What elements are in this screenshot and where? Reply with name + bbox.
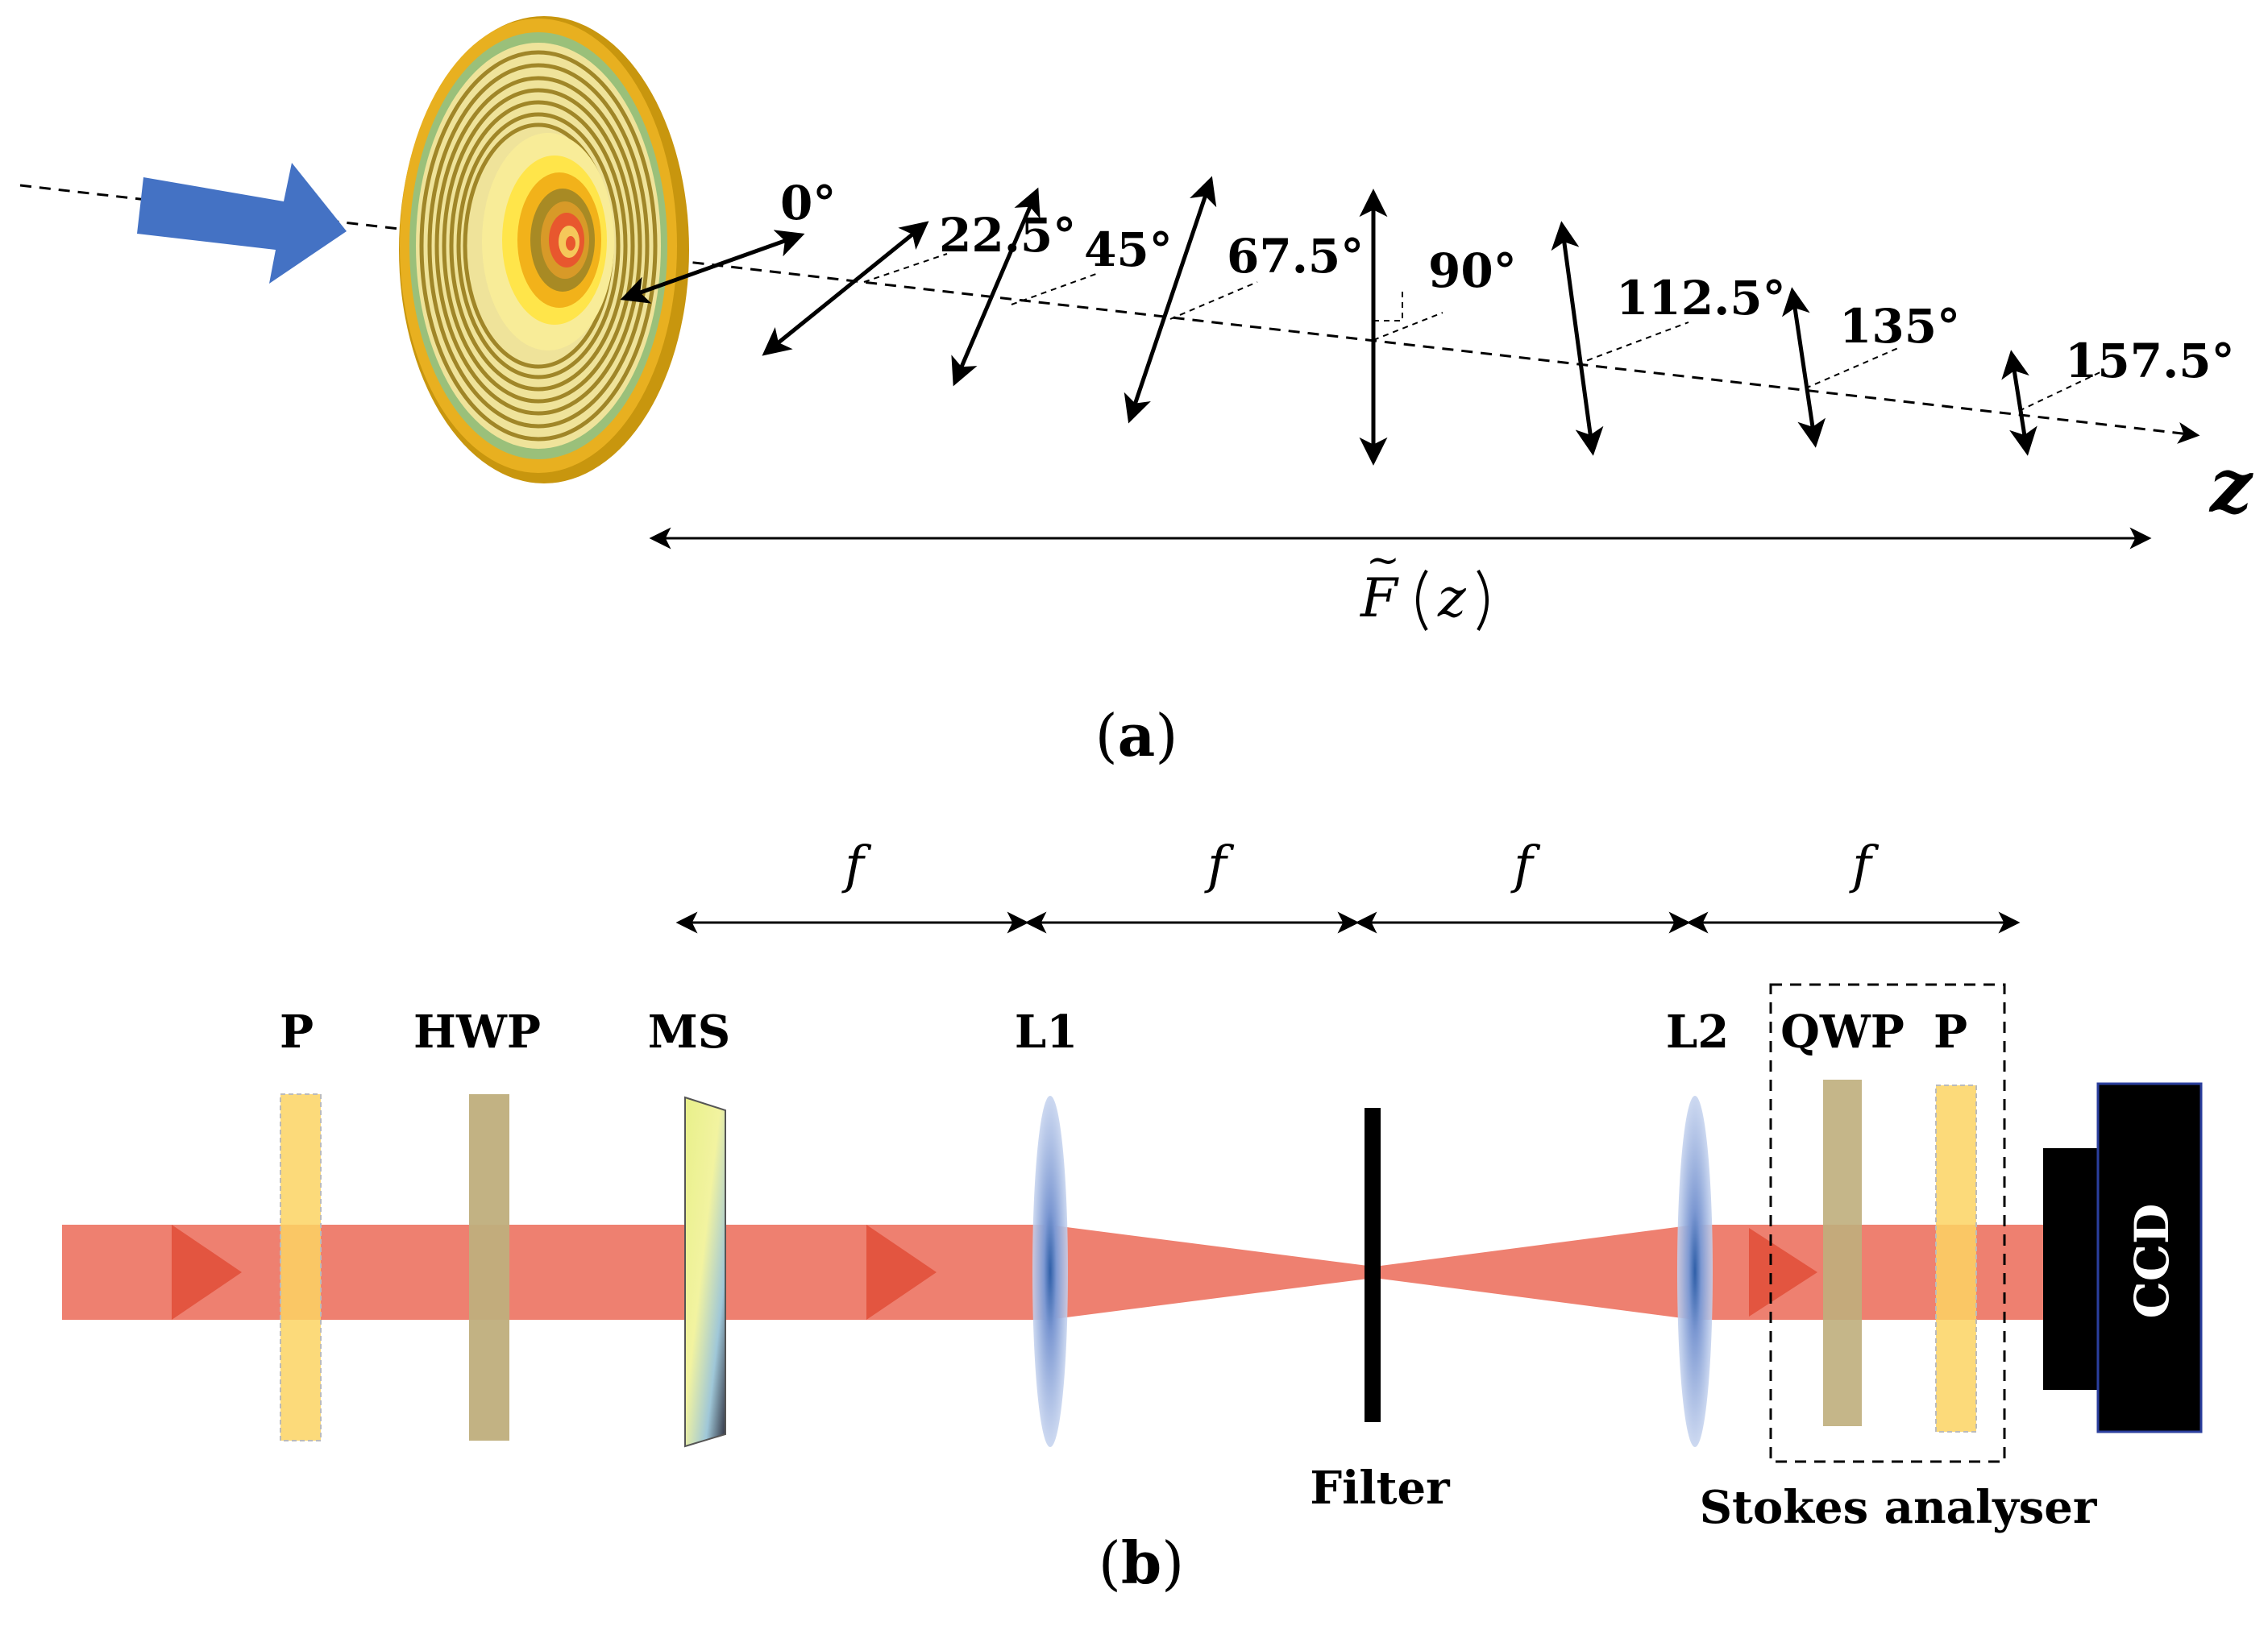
- filter-label: Filter: [1310, 1462, 1451, 1515]
- half-wave-plate-label: HWP: [413, 1006, 541, 1059]
- polarizer-2-label: P: [1934, 1006, 1967, 1059]
- polarizer-1: [280, 1093, 322, 1441]
- angle-label-157-5: 157.5°: [2065, 334, 2235, 388]
- panel-b-caption: (b): [1099, 1528, 1185, 1597]
- lens-1-label: L1: [1015, 1006, 1078, 1059]
- metasurface-disk: [399, 16, 689, 483]
- polarizer-1-label: P: [280, 1006, 314, 1059]
- polarization-arrow-112-5: [1551, 221, 1604, 456]
- polarization-arrow-157-5: [2001, 350, 2037, 456]
- svg-text:z: z: [1437, 567, 1467, 629]
- quarter-wave-plate-label: QWP: [1780, 1006, 1905, 1059]
- angle-reference-lines: [863, 253, 2104, 412]
- ccd-camera: [2043, 1082, 2203, 1433]
- lens-2: [1677, 1096, 1713, 1447]
- beam-arrow-icon: [1749, 1228, 1817, 1317]
- lens-1: [1032, 1096, 1068, 1447]
- propagation-axis: [19, 184, 2200, 444]
- metasurface: [684, 1096, 726, 1448]
- angle-label-45: 45°: [1084, 222, 1173, 277]
- spatial-filter: [1365, 1108, 1381, 1422]
- lens-2-label: L2: [1666, 1006, 1729, 1059]
- svg-text:~: ~: [1366, 537, 1400, 583]
- beam-arrow-icon: [172, 1225, 242, 1320]
- polarizer-2: [1935, 1085, 1977, 1433]
- angle-labels: 0° 22.5° 45° 67.5° 90° 112.5° 135° 157.5…: [780, 176, 2235, 388]
- quarter-wave-plate: [1823, 1080, 1862, 1426]
- focal-length-labels: f f f f: [841, 836, 1880, 895]
- angle-label-22-5: 22.5°: [939, 208, 1076, 263]
- focal-label-4: f: [1849, 836, 1880, 895]
- stokes-analyser-box: [1769, 983, 2006, 1463]
- panel-b: f f f f P HWP MS L1 Filter: [62, 836, 2203, 1597]
- polarization-arrow-45: [951, 187, 1041, 387]
- incident-beam-arrow-icon: [137, 163, 347, 284]
- stokes-analyser-label: Stokes analyser: [1700, 1481, 2098, 1534]
- panel-a-caption: (a): [1095, 701, 1178, 769]
- focal-label-1: f: [841, 836, 872, 895]
- polarization-arrows: [620, 176, 2037, 466]
- angle-label-0: 0°: [780, 176, 836, 230]
- focal-label-2: f: [1204, 836, 1235, 895]
- angle-label-135: 135°: [1839, 299, 1960, 354]
- angle-label-90: 90°: [1428, 243, 1517, 298]
- z-axis-label: z: [2208, 442, 2253, 529]
- half-wave-plate: [469, 1094, 509, 1441]
- beam-arrow-icon: [866, 1225, 937, 1320]
- ccd-label: CCD: [2125, 1204, 2179, 1319]
- angle-label-112-5: 112.5°: [1616, 271, 1786, 326]
- focal-label-3: f: [1510, 836, 1541, 895]
- beam-direction-arrows: [172, 1225, 1817, 1320]
- polarization-arrow-67-5: [1124, 176, 1217, 424]
- polarization-arrow-22-5: [762, 221, 929, 356]
- propagation-distance-label: F ~ z: [1360, 537, 1489, 632]
- metasurface-label: MS: [648, 1006, 730, 1059]
- angle-label-67-5: 67.5°: [1227, 229, 1364, 284]
- polarization-arrow-135: [1781, 287, 1826, 448]
- svg-text:F: F: [1360, 567, 1399, 629]
- panel-a: 0° 22.5° 45° 67.5° 90° 112.5° 135° 157.5…: [19, 16, 2253, 769]
